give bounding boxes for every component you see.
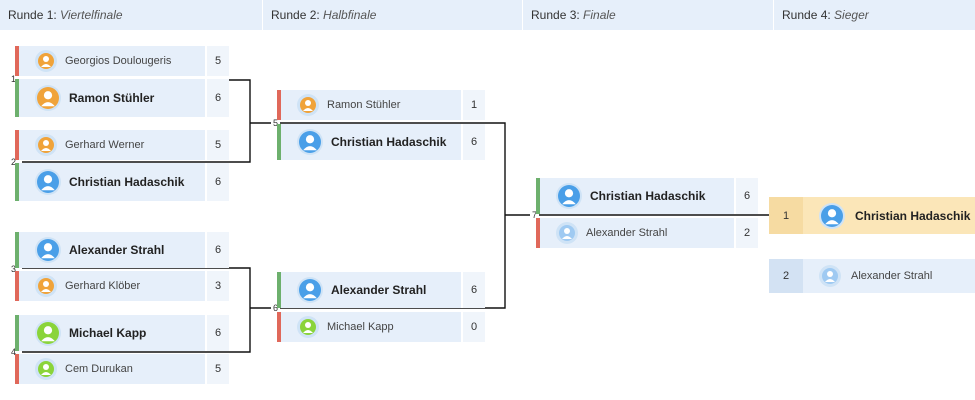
match-number-1: 1 [9,74,19,84]
player-name: Alexander Strahl [331,283,427,297]
player-slot[interactable]: Ramon Stühler 6 [15,79,229,117]
blue-user-icon [297,129,323,155]
player-name: Christian Hadaschik [590,189,706,203]
round-name: Sieger [834,8,869,22]
orange-user-icon [35,275,57,297]
match-number-4: 4 [9,347,19,357]
player-score: 6 [461,272,485,308]
winner-indicator [15,232,19,268]
blue-user-icon [819,202,845,229]
round-prefix: Runde 2: [271,8,320,22]
player-name: Michael Kapp [327,321,394,333]
place-rank: 2 [769,259,803,293]
connector-m3-m4 [22,267,251,353]
player-name: Cem Durukan [65,363,133,375]
match-number-2: 2 [9,157,19,167]
green-user-icon [35,358,57,380]
loser-indicator [277,90,281,120]
player-score: 1 [461,90,485,120]
player-slot[interactable]: Michael Kapp 0 [277,312,485,342]
loser-indicator [15,130,19,160]
player-slot[interactable]: Alexander Strahl 6 [277,272,485,308]
orange-user-icon [35,134,57,156]
player-slot[interactable]: Cem Durukan 5 [15,354,229,384]
round-prefix: Runde 4: [782,8,831,22]
player-name: Alexander Strahl [69,243,165,257]
player-score: 6 [205,163,229,201]
player-name: Gerhard Klöber [65,280,141,292]
place-name: Alexander Strahl [851,270,933,282]
place-rank: 1 [769,197,803,234]
loser-indicator [277,312,281,342]
match-number-3: 3 [9,264,19,274]
blue-user-icon [35,237,61,263]
round-header-4: Runde 4: Sieger [774,0,975,30]
winner-indicator [15,315,19,351]
player-name: Michael Kapp [69,326,147,340]
loser-indicator [536,218,540,248]
winner-indicator [277,124,281,160]
player-score: 2 [734,218,758,248]
round-header-bar: Runde 1: Viertelfinale Runde 2: Halbfina… [0,0,975,30]
player-slot[interactable]: Ramon Stühler 1 [277,90,485,120]
round-header-2: Runde 2: Halbfinale [263,0,522,30]
match-number-6: 6 [271,303,281,313]
player-score: 5 [205,354,229,384]
player-score: 6 [734,178,758,214]
player-score: 6 [461,124,485,160]
player-slot[interactable]: Christian Hadaschik 6 [15,163,229,201]
match-number-5: 5 [271,118,281,128]
round-prefix: Runde 1: [8,8,57,22]
winner-indicator [15,163,19,201]
round-header-3: Runde 3: Finale [523,0,773,30]
loser-indicator [15,354,19,384]
player-name: Ramon Stühler [327,99,401,111]
loser-indicator [15,46,19,76]
winner-indicator [277,272,281,308]
orange-user-icon [35,85,61,111]
player-name: Georgios Doulougeris [65,55,172,67]
player-slot[interactable]: Georgios Doulougeris 5 [15,46,229,76]
standing-second-place[interactable]: 2 Alexander Strahl [769,259,975,293]
player-name: Christian Hadaschik [69,175,185,189]
orange-user-icon [35,50,57,72]
player-score: 3 [205,271,229,301]
player-score: 6 [205,79,229,117]
orange-user-icon [297,94,319,116]
green-user-icon [297,316,319,338]
player-slot[interactable]: Michael Kapp 6 [15,315,229,351]
player-slot[interactable]: Christian Hadaschik 6 [536,178,758,214]
match-number-7: 7 [530,210,540,220]
player-name: Christian Hadaschik [331,135,447,149]
round-prefix: Runde 3: [531,8,580,22]
player-score: 0 [461,312,485,342]
loser-indicator [15,271,19,301]
winner-indicator [536,178,540,214]
winner-indicator [15,79,19,117]
player-score: 5 [205,130,229,160]
green-user-icon [35,320,61,346]
blue-user-icon [556,222,578,244]
player-slot[interactable]: Gerhard Klöber 3 [15,271,229,301]
player-slot[interactable]: Alexander Strahl 2 [536,218,758,248]
player-score: 5 [205,46,229,76]
player-name: Ramon Stühler [69,91,155,105]
player-slot[interactable]: Gerhard Werner 5 [15,130,229,160]
blue-user-icon [556,183,582,209]
round-name: Halbfinale [323,8,377,22]
blue-user-icon [35,169,61,195]
blue-user-icon [297,277,323,303]
place-name: Christian Hadaschik [855,208,971,223]
standing-first-place[interactable]: 1 Christian Hadaschik [769,197,975,234]
round-name: Viertelfinale [60,8,123,22]
player-name: Gerhard Werner [65,139,145,151]
player-slot[interactable]: Christian Hadaschik 6 [277,124,485,160]
round-header-1: Runde 1: Viertelfinale [0,0,262,30]
round-name: Finale [583,8,616,22]
player-score: 6 [205,315,229,351]
player-name: Alexander Strahl [586,227,668,239]
player-score: 6 [205,232,229,268]
player-slot[interactable]: Alexander Strahl 6 [15,232,229,268]
blue-user-icon [819,265,841,287]
